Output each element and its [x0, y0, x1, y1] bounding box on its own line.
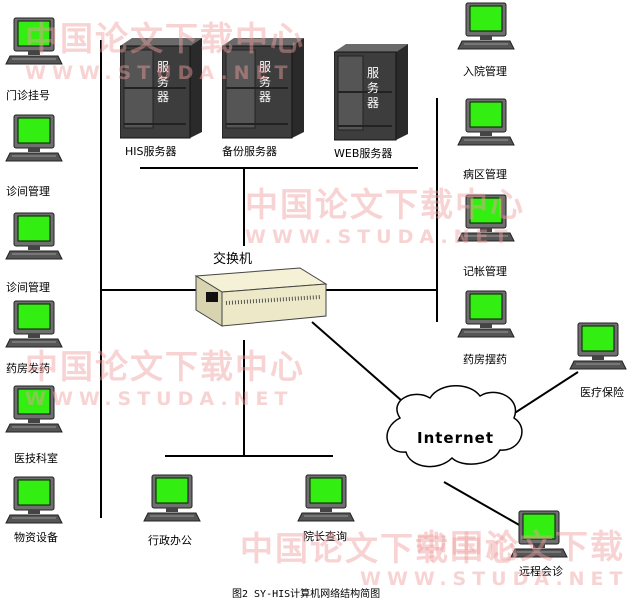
- internet-to-insurance-line: [506, 371, 579, 419]
- computer-icon: [509, 510, 569, 560]
- terminal-label: 门诊挂号: [6, 89, 50, 102]
- terminal-label: 入院管理: [463, 65, 507, 78]
- terminal-label: 诊间管理: [6, 281, 50, 294]
- computer-icon: [456, 98, 516, 148]
- computer-icon: [568, 322, 628, 372]
- internet-cloud-icon: [386, 385, 523, 468]
- figure-caption-text: 图2 SY-HIS计算机网络结构简图: [232, 589, 381, 600]
- terminal-label: 药房摆药: [463, 353, 507, 366]
- computer-icon: [296, 474, 356, 524]
- computer-icon: [4, 114, 64, 164]
- terminal-label: 医疗保险: [580, 386, 624, 399]
- terminal-label: 记帐管理: [463, 265, 507, 278]
- terminal-label: 病区管理: [463, 168, 507, 181]
- terminal-label: 物资设备: [14, 531, 58, 544]
- internet-to-consult-line: [443, 481, 529, 531]
- terminal-label: 行政办公: [148, 534, 192, 547]
- switch-to-internet-line: [311, 321, 411, 409]
- computer-icon: [4, 212, 64, 262]
- terminal-label: 院长查询: [303, 530, 347, 543]
- computer-icon: [4, 300, 64, 350]
- server-glyph: 服 务 器: [367, 66, 380, 110]
- internet-label: Internet: [417, 429, 495, 447]
- computer-icon: [4, 385, 64, 435]
- computer-icon: [4, 476, 64, 526]
- terminal-label: 药房发药: [6, 362, 50, 375]
- terminal-label: 诊间管理: [6, 185, 50, 198]
- computer-icon: [4, 17, 64, 67]
- server-glyph: 服 务 器: [259, 60, 272, 104]
- terminal-label: 远程会诊: [519, 565, 563, 578]
- computer-icon: [456, 194, 516, 244]
- server-glyph: 服 务 器: [157, 60, 170, 104]
- switch-label: 交换机: [213, 252, 253, 267]
- computer-icon: [456, 290, 516, 340]
- switch-icon: [194, 267, 328, 327]
- server-label: WEB服务器: [334, 147, 393, 160]
- computer-icon: [142, 474, 202, 524]
- computer-icon: [456, 2, 516, 52]
- server-label: 备份服务器: [222, 145, 277, 158]
- terminal-label: 医技科室: [14, 452, 58, 465]
- server-label: HIS服务器: [125, 145, 177, 158]
